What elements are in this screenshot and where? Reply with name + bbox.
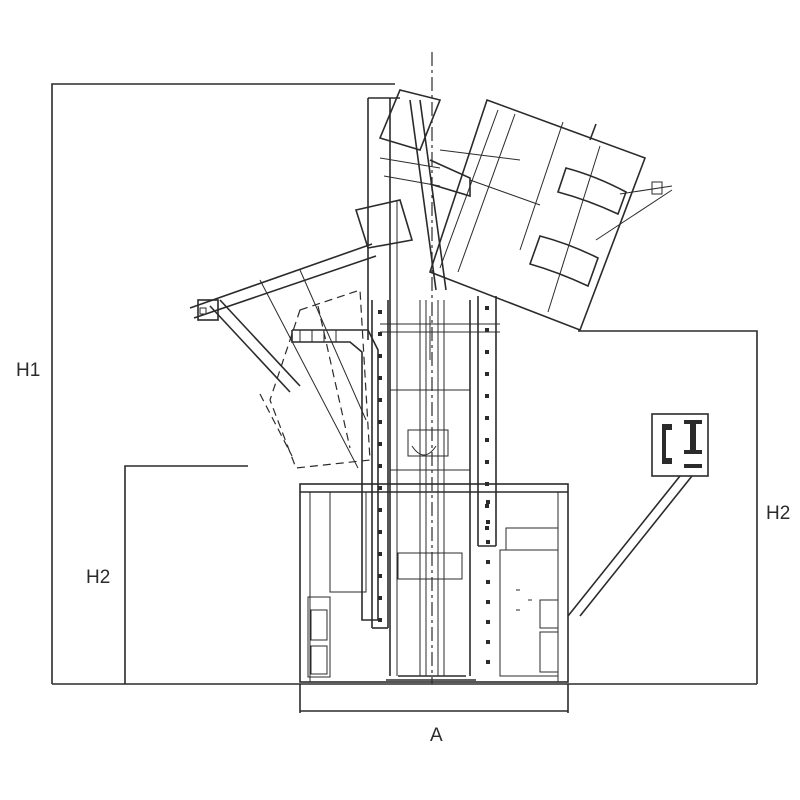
dimension-a-label: A (430, 725, 443, 746)
upright-hole (485, 460, 489, 464)
upright-hole (378, 508, 382, 512)
upright-hole (485, 482, 489, 486)
upright-hole (486, 500, 490, 504)
upright-hole (378, 574, 382, 578)
upright-hole (485, 438, 489, 442)
upright-hole (485, 306, 489, 310)
dimension-h1-label: H1 (16, 360, 40, 381)
upright-hole (486, 560, 490, 564)
upright-hole (378, 596, 382, 600)
upright-hole (485, 416, 489, 420)
upright-hole (485, 504, 489, 508)
upright-hole (486, 660, 490, 664)
upright-hole (378, 398, 382, 402)
upright-hole (485, 372, 489, 376)
upright-hole (378, 442, 382, 446)
upright-hole (486, 620, 490, 624)
upright-hole (485, 526, 489, 530)
upright-hole (486, 520, 490, 524)
dimension-h2-left: H2 (86, 465, 248, 684)
upright-hole (485, 328, 489, 332)
dimension-h2-right: H2 (578, 330, 790, 684)
swing-arm-left (189, 243, 377, 469)
upright-hole (378, 376, 382, 380)
upright-hole (378, 552, 382, 556)
upright-hole (378, 464, 382, 468)
upright-hole (485, 394, 489, 398)
tipped-bin (429, 98, 673, 332)
upright-hole (378, 310, 382, 314)
bin-phantom-position (259, 289, 371, 469)
upright-hole (486, 580, 490, 584)
upright-hole (485, 350, 489, 354)
bracket-arm (291, 316, 500, 621)
lift-cradle (354, 89, 521, 291)
upright-holes (378, 306, 490, 664)
upright-hole (378, 530, 382, 534)
mast (367, 97, 497, 676)
upright-hole (378, 486, 382, 490)
upright-hole (378, 354, 382, 358)
dimension-h1: H1 (16, 83, 395, 684)
dimension-h2-left-label: H2 (86, 567, 110, 588)
upright-hole (378, 332, 382, 336)
upright-hole (378, 618, 382, 622)
upright-hole (486, 600, 490, 604)
upright-hole (486, 640, 490, 644)
upright-hole (486, 540, 490, 544)
detail-callout (567, 413, 709, 617)
dimension-h2-right-label: H2 (766, 503, 790, 524)
upright-hole (378, 420, 382, 424)
base-cabinet (299, 483, 569, 683)
dimension-a: A (299, 684, 569, 746)
